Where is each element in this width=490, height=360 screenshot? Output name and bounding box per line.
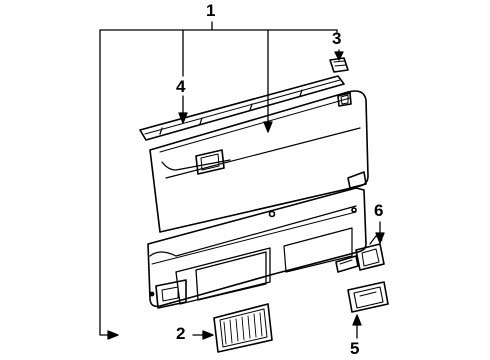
leader-lines: [99, 21, 385, 340]
callout-5-pull-handle-bezel: 5: [350, 339, 360, 358]
inside-handle-bezel-part: [335, 235, 385, 273]
callout-1-door-trim-panel: 1: [206, 1, 216, 20]
callout-4-weatherstrip: 4: [176, 77, 186, 96]
callout-6-inside-handle-bezel: 6: [374, 201, 384, 220]
pull-handle-bezel-part: [347, 281, 389, 313]
speaker-grille-part: [213, 303, 273, 353]
callout-2-speaker-grille: 2: [176, 324, 186, 343]
door-panel: [147, 90, 369, 309]
weatherstrip-part: [139, 75, 345, 141]
clip-part: [329, 57, 349, 73]
callout-3-clip: 3: [332, 29, 342, 48]
